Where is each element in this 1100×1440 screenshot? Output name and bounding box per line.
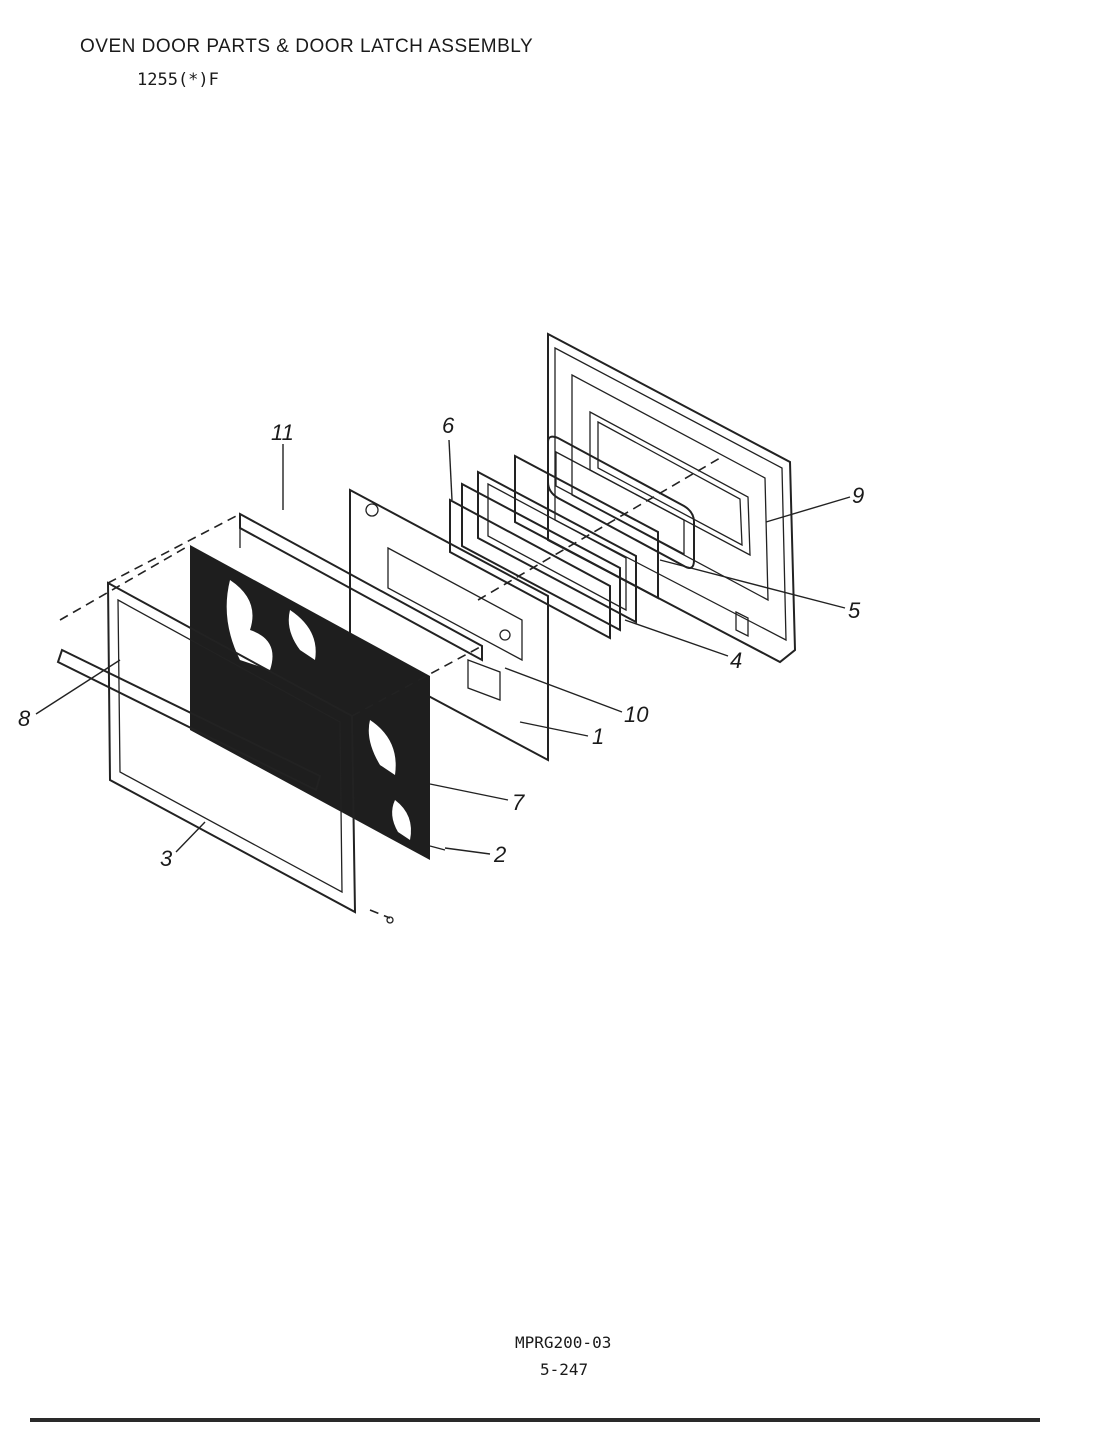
callout-9: 9 [852,483,864,508]
part-6-window-glass [449,498,611,640]
document-code: MPRG200-03 [515,1333,612,1352]
callout-1: 1 [592,724,604,749]
part-1-inner-liner [349,488,549,762]
bottom-rule [30,1418,1040,1422]
part-5-gasket [547,435,695,569]
page-title: OVEN DOOR PARTS & DOOR LATCH ASSEMBLY [80,36,534,57]
callout-3: 3 [160,846,173,871]
part-4-glass-frames [461,454,659,632]
part-7-decorative-panel [190,545,430,860]
callout-10: 10 [624,702,649,727]
callout-4: 4 [730,648,742,673]
part-3-front-frame [59,513,483,914]
model-number: 1255(*)F [137,70,219,90]
part-11-trim-strip [239,512,483,662]
callout-2: 2 [493,842,506,867]
callout-5: 5 [848,598,861,623]
part-8-handle-bar [56,648,322,792]
callout-7: 7 [512,790,525,815]
part-2-screws [369,845,446,924]
part-9-door-panel [547,332,797,664]
callout-6: 6 [442,413,455,438]
page-number: 5-247 [540,1360,589,1379]
leader-lines [35,439,851,855]
part-10-bracket [467,457,721,701]
callout-8: 8 [18,706,31,731]
callout-11: 11 [271,420,294,445]
